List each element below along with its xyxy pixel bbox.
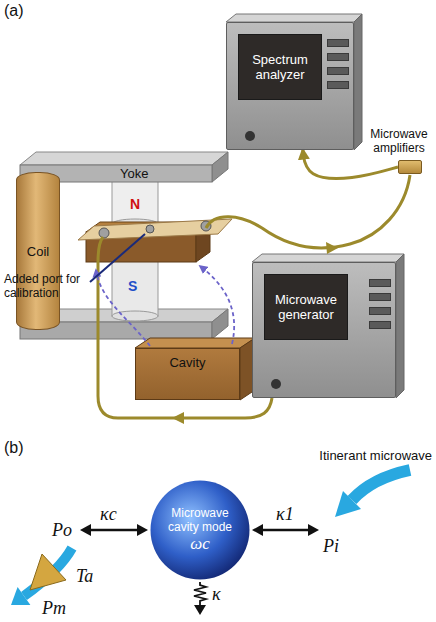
loss-arrow-head xyxy=(194,605,206,615)
node-text: Microwave cavity mode xyxy=(157,506,243,534)
annotation-label: Po xyxy=(52,520,78,540)
panel-button xyxy=(327,39,349,47)
loss-spring xyxy=(194,582,206,605)
node-text: Coil xyxy=(27,244,49,259)
annotation-label: κ xyxy=(212,584,232,604)
cavity-mode: Microwave cavity modeωc xyxy=(150,480,250,580)
generator-side xyxy=(396,254,404,398)
annotation-label: N xyxy=(130,197,144,212)
panel-button xyxy=(327,67,349,75)
cavity-top xyxy=(135,338,255,348)
annotation-label: κ1 xyxy=(276,504,306,524)
panel-button xyxy=(369,293,391,301)
cable-arrow xyxy=(326,242,338,254)
annotation-label: Itinerant microwave xyxy=(300,448,432,463)
panel-button xyxy=(369,307,391,315)
amplifier-triangle xyxy=(30,554,66,590)
dashed-arrow xyxy=(200,266,234,344)
annotation-label: Yoke xyxy=(120,166,154,181)
annotation-label: Pm xyxy=(42,598,72,618)
output-arrow-head xyxy=(11,587,30,605)
node-text: Microwave amplifiers xyxy=(365,127,433,155)
output-connector xyxy=(271,379,281,389)
microwave-cable xyxy=(98,237,272,418)
coupling-arrow xyxy=(260,529,311,532)
microwave-generator: Microwave generator xyxy=(252,262,396,398)
generator-top xyxy=(252,254,404,262)
panel-button xyxy=(327,53,349,61)
output-connector xyxy=(245,131,255,141)
amplifier-label-box: Microwave amplifiers xyxy=(365,127,433,155)
annotation-label: S xyxy=(128,279,142,294)
coil: Coil xyxy=(16,172,60,330)
node-text: ωc xyxy=(157,534,243,554)
panel-letter: (a) xyxy=(4,3,34,18)
microwave-cable xyxy=(206,175,410,248)
annotation-label: κc xyxy=(100,504,130,524)
panel-button xyxy=(369,279,391,287)
analyzer-side xyxy=(354,14,362,150)
coupling-arrow xyxy=(88,529,140,532)
node-text: Spectrum analyzer xyxy=(241,52,319,82)
microwave-amplifier: Microwave amplifiers xyxy=(398,160,422,174)
panel-button xyxy=(369,321,391,329)
itinerant-arrow xyxy=(352,470,410,500)
instrument-screen: Spectrum analyzer xyxy=(238,34,322,100)
cavity: Cavity xyxy=(135,348,240,400)
cable-arrow xyxy=(172,412,184,424)
instrument-screen: Microwave generator xyxy=(264,274,348,340)
annotation-label: Ta xyxy=(76,566,102,586)
node-text: Cavity xyxy=(169,355,205,370)
output-arrow xyxy=(24,548,72,596)
spectrum-analyzer: Spectrum analyzer xyxy=(226,22,354,150)
analyzer-top xyxy=(226,14,362,22)
node-text: Microwave generator xyxy=(267,292,345,322)
annotation-label: Pi xyxy=(323,536,349,556)
panel-letter: (b) xyxy=(4,440,34,455)
annotation-label: Added port for calibration xyxy=(4,272,88,300)
dashed-arrow xyxy=(96,270,150,346)
itinerant-arrow-head xyxy=(335,491,361,517)
leader-line xyxy=(90,234,145,282)
panel-button xyxy=(327,81,349,89)
